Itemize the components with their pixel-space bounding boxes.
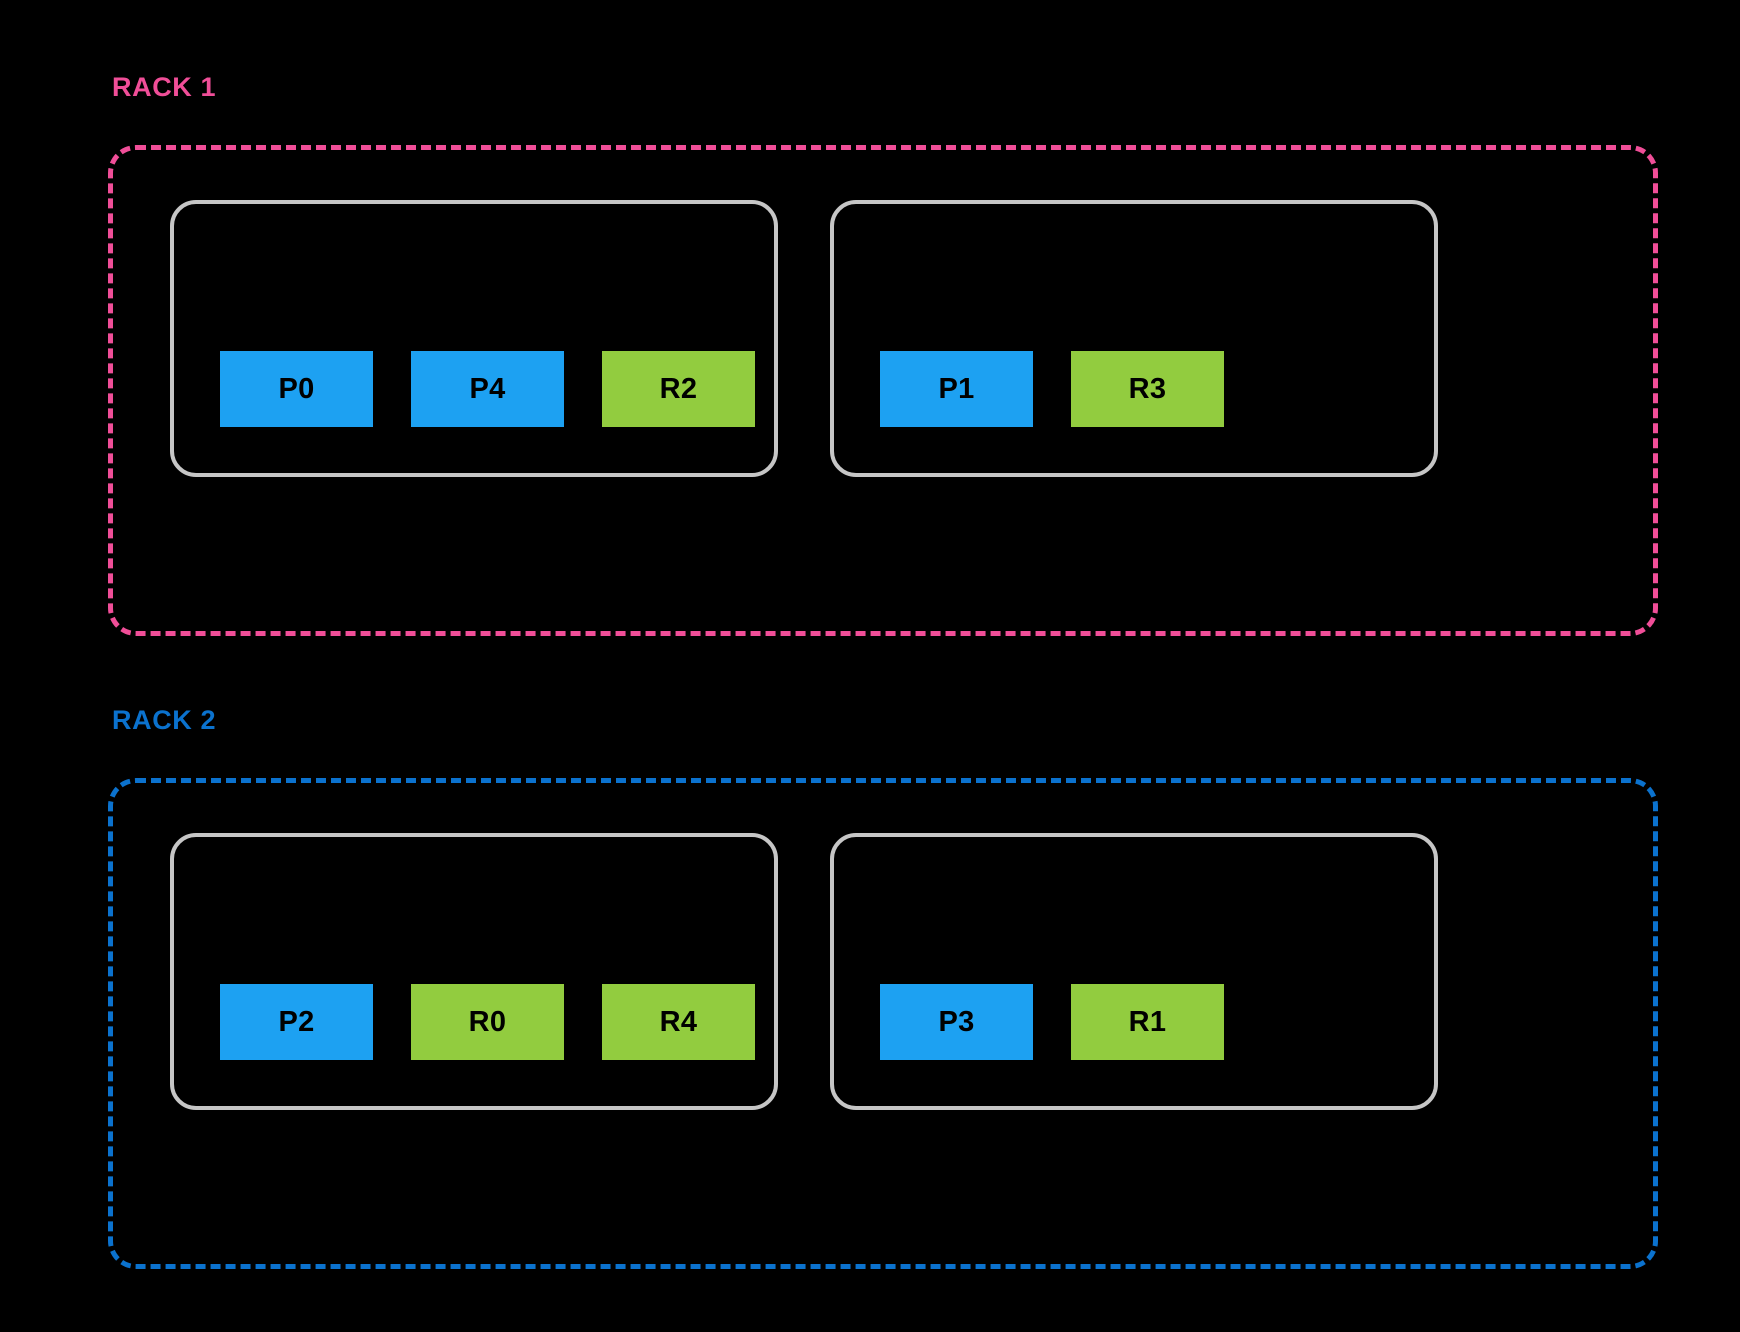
rack-2-node-1-chip-row: P2 R0 R4 [220, 984, 755, 1060]
rack-2-boundary [108, 778, 1658, 1269]
rack-1-node-2[interactable]: P1 R3 [830, 200, 1438, 477]
rack-2-label: RACK 2 [112, 705, 217, 735]
rack-1-node-1[interactable]: P0 P4 R2 [170, 200, 778, 477]
rack-1-label: RACK 1 [112, 72, 217, 102]
rack-1-node-row: P0 P4 R2 P1 R3 [108, 145, 1658, 636]
chip-r2[interactable]: R2 [602, 351, 755, 427]
chip-r0[interactable]: R0 [411, 984, 564, 1060]
chip-p2[interactable]: P2 [220, 984, 373, 1060]
rack-2-node-2[interactable]: P3 R1 [830, 833, 1438, 1110]
rack-2-node-2-chip-row: P3 R1 [880, 984, 1224, 1060]
chip-r3[interactable]: R3 [1071, 351, 1224, 427]
rack-2-node-row: P2 R0 R4 P3 R1 [108, 778, 1658, 1269]
chip-r1[interactable]: R1 [1071, 984, 1224, 1060]
rack-1-boundary [108, 145, 1658, 636]
rack-2-node-1[interactable]: P2 R0 R4 [170, 833, 778, 1110]
chip-p3[interactable]: P3 [880, 984, 1033, 1060]
chip-p4[interactable]: P4 [411, 351, 564, 427]
rack-1-node-1-chip-row: P0 P4 R2 [220, 351, 755, 427]
chip-p1[interactable]: P1 [880, 351, 1033, 427]
chip-r4[interactable]: R4 [602, 984, 755, 1060]
chip-p0[interactable]: P0 [220, 351, 373, 427]
rack-1-node-2-chip-row: P1 R3 [880, 351, 1224, 427]
